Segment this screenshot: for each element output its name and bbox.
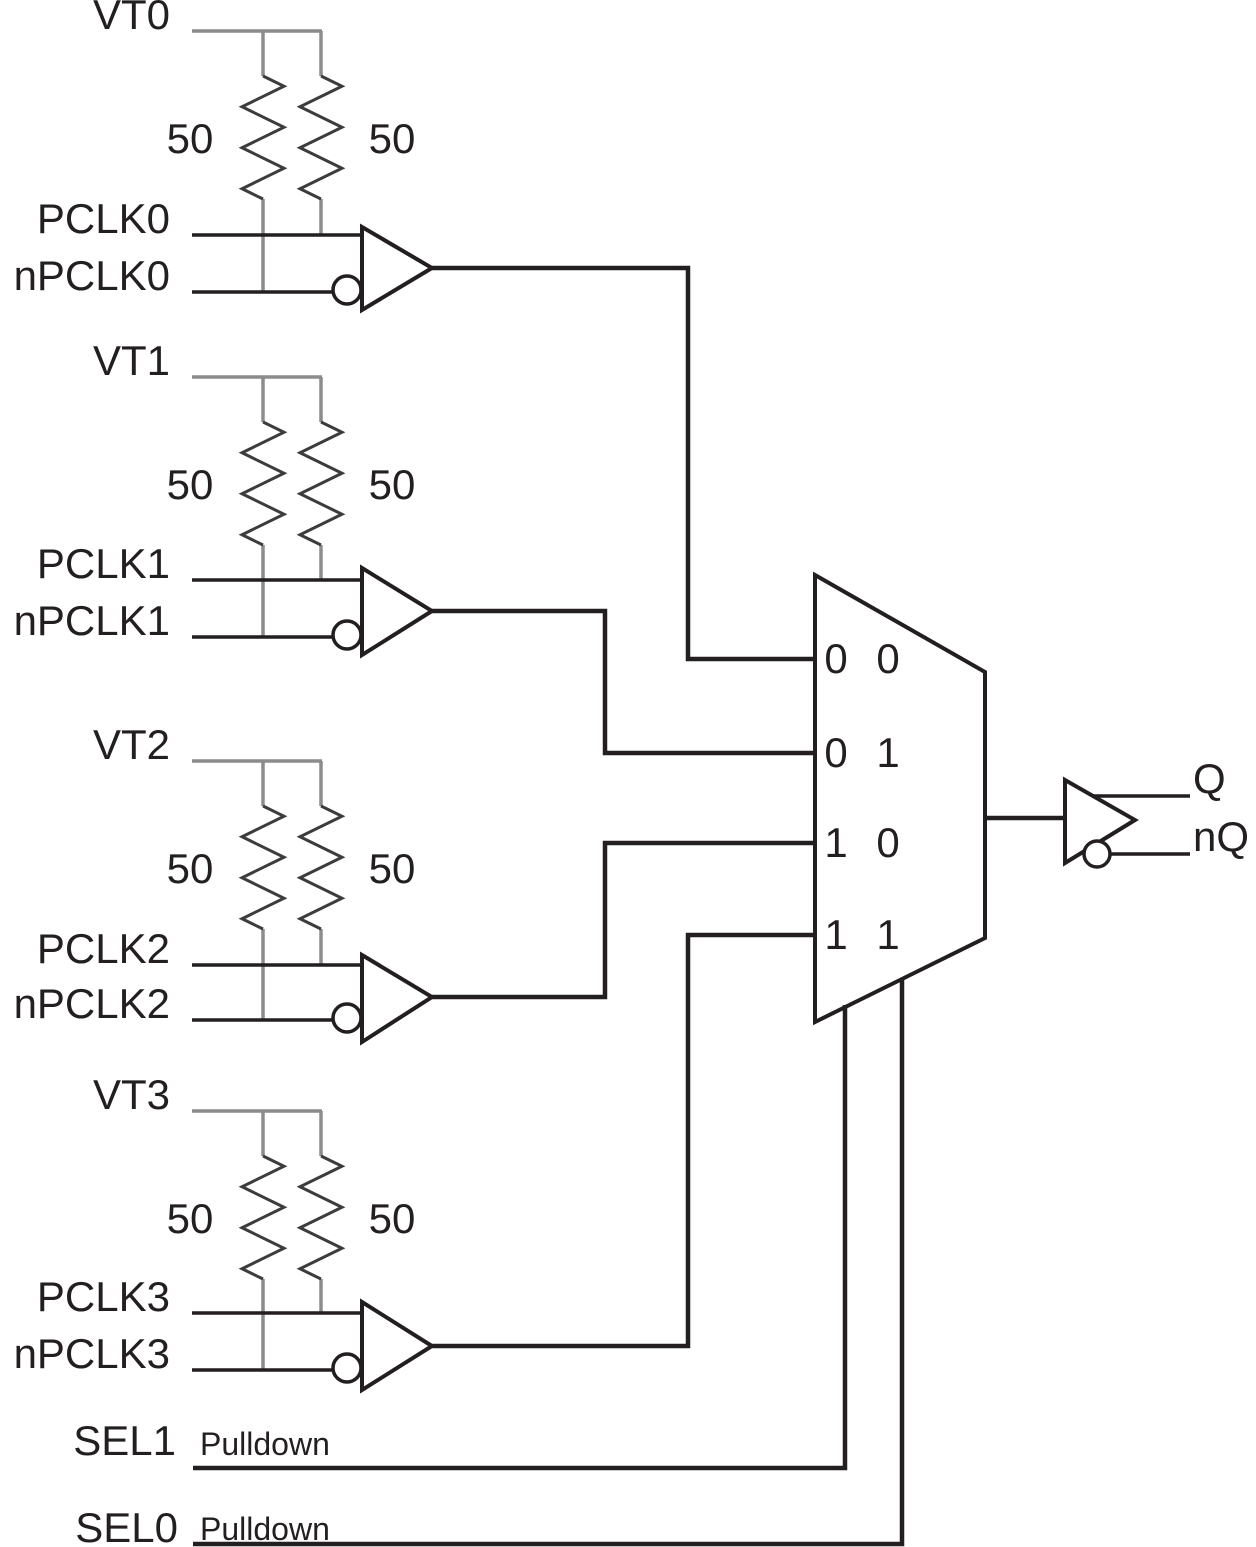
nq-output-label: nQ — [1193, 813, 1249, 860]
left-resistor-value: 50 — [167, 461, 214, 508]
input-stage-0: VT0 50 50 PCLK0 nPCLK0 — [14, 0, 436, 314]
npclk-label: nPCLK0 — [14, 252, 170, 299]
npclk-label: nPCLK3 — [14, 1330, 170, 1377]
vt-label: VT1 — [93, 337, 170, 384]
mux-code-row2-bit0: 0 — [876, 819, 899, 866]
left-termination-resistor — [238, 804, 288, 931]
stage2-to-mux-wire — [432, 840, 815, 1000]
sel1-label: SEL1 — [73, 1417, 176, 1464]
vt-label: VT2 — [93, 721, 170, 768]
mux-code-row3-bit1: 1 — [824, 911, 847, 958]
input-stage-3: VT3 50 50 PCLK3 nPCLK3 — [14, 1071, 436, 1394]
right-resistor-value: 50 — [369, 845, 416, 892]
sel1-pulldown-note: Pulldown — [200, 1426, 330, 1462]
inverting-output-bubble — [1082, 839, 1112, 869]
sel0-wire — [193, 978, 905, 1547]
right-termination-resistor — [296, 74, 346, 201]
select-input-sel1: SEL1 Pulldown — [73, 1005, 848, 1471]
mux-code-row1-bit0: 1 — [876, 729, 899, 776]
differential-input-buffer — [360, 564, 436, 659]
differential-input-buffer — [360, 223, 436, 314]
right-termination-resistor — [296, 1154, 346, 1281]
stage0-to-mux-wire — [432, 265, 815, 662]
mux-code-row1-bit1: 0 — [824, 729, 847, 776]
left-resistor-value: 50 — [167, 845, 214, 892]
clock-multiplexer: 0 0 0 1 1 0 1 1 — [813, 571, 987, 1026]
right-resistor-value: 50 — [369, 461, 416, 508]
left-termination-resistor — [238, 74, 288, 201]
sel0-label: SEL0 — [75, 1504, 178, 1547]
right-termination-resistor — [296, 420, 346, 547]
inverting-input-bubble — [331, 619, 363, 651]
differential-input-buffer — [360, 1298, 436, 1394]
differential-input-buffer — [360, 951, 436, 1046]
right-resistor-value: 50 — [369, 1195, 416, 1242]
output-buffer-section: Q nQ — [985, 755, 1249, 869]
pclk-label: PCLK3 — [37, 1273, 170, 1320]
right-resistor-value: 50 — [369, 115, 416, 162]
mux-input-routing — [432, 265, 815, 1349]
mux-code-row0-bit1: 0 — [824, 635, 847, 682]
input-stage-1: VT1 50 50 PCLK1 nPCLK1 — [14, 337, 436, 659]
inverting-input-bubble — [331, 1352, 363, 1384]
pclk-label: PCLK2 — [37, 925, 170, 972]
stage1-to-mux-wire — [432, 608, 815, 756]
npclk-label: nPCLK1 — [14, 597, 170, 644]
inverting-input-bubble — [331, 1002, 363, 1034]
left-termination-resistor — [238, 420, 288, 547]
inverting-input-bubble — [331, 274, 363, 306]
input-stage-2: VT2 50 50 PCLK2 nPCLK2 — [14, 721, 436, 1046]
q-output-label: Q — [1193, 755, 1226, 802]
vt-label: VT0 — [93, 0, 170, 38]
left-resistor-value: 50 — [167, 1195, 214, 1242]
vt-label: VT3 — [93, 1071, 170, 1118]
pclk-label: PCLK1 — [37, 540, 170, 587]
sel0-pulldown-note: Pulldown — [200, 1511, 330, 1547]
mux-code-row3-bit0: 1 — [876, 911, 899, 958]
npclk-label: nPCLK2 — [14, 980, 170, 1027]
left-resistor-value: 50 — [167, 115, 214, 162]
sel1-wire — [193, 1005, 848, 1471]
pclk-label: PCLK0 — [37, 195, 170, 242]
mux-body — [813, 571, 987, 1026]
select-input-sel0: SEL0 Pulldown — [75, 978, 905, 1547]
stage3-to-mux-wire — [432, 932, 815, 1349]
mux-code-row2-bit1: 1 — [824, 819, 847, 866]
mux-code-row0-bit0: 0 — [876, 635, 899, 682]
right-termination-resistor — [296, 804, 346, 931]
left-termination-resistor — [238, 1154, 288, 1281]
